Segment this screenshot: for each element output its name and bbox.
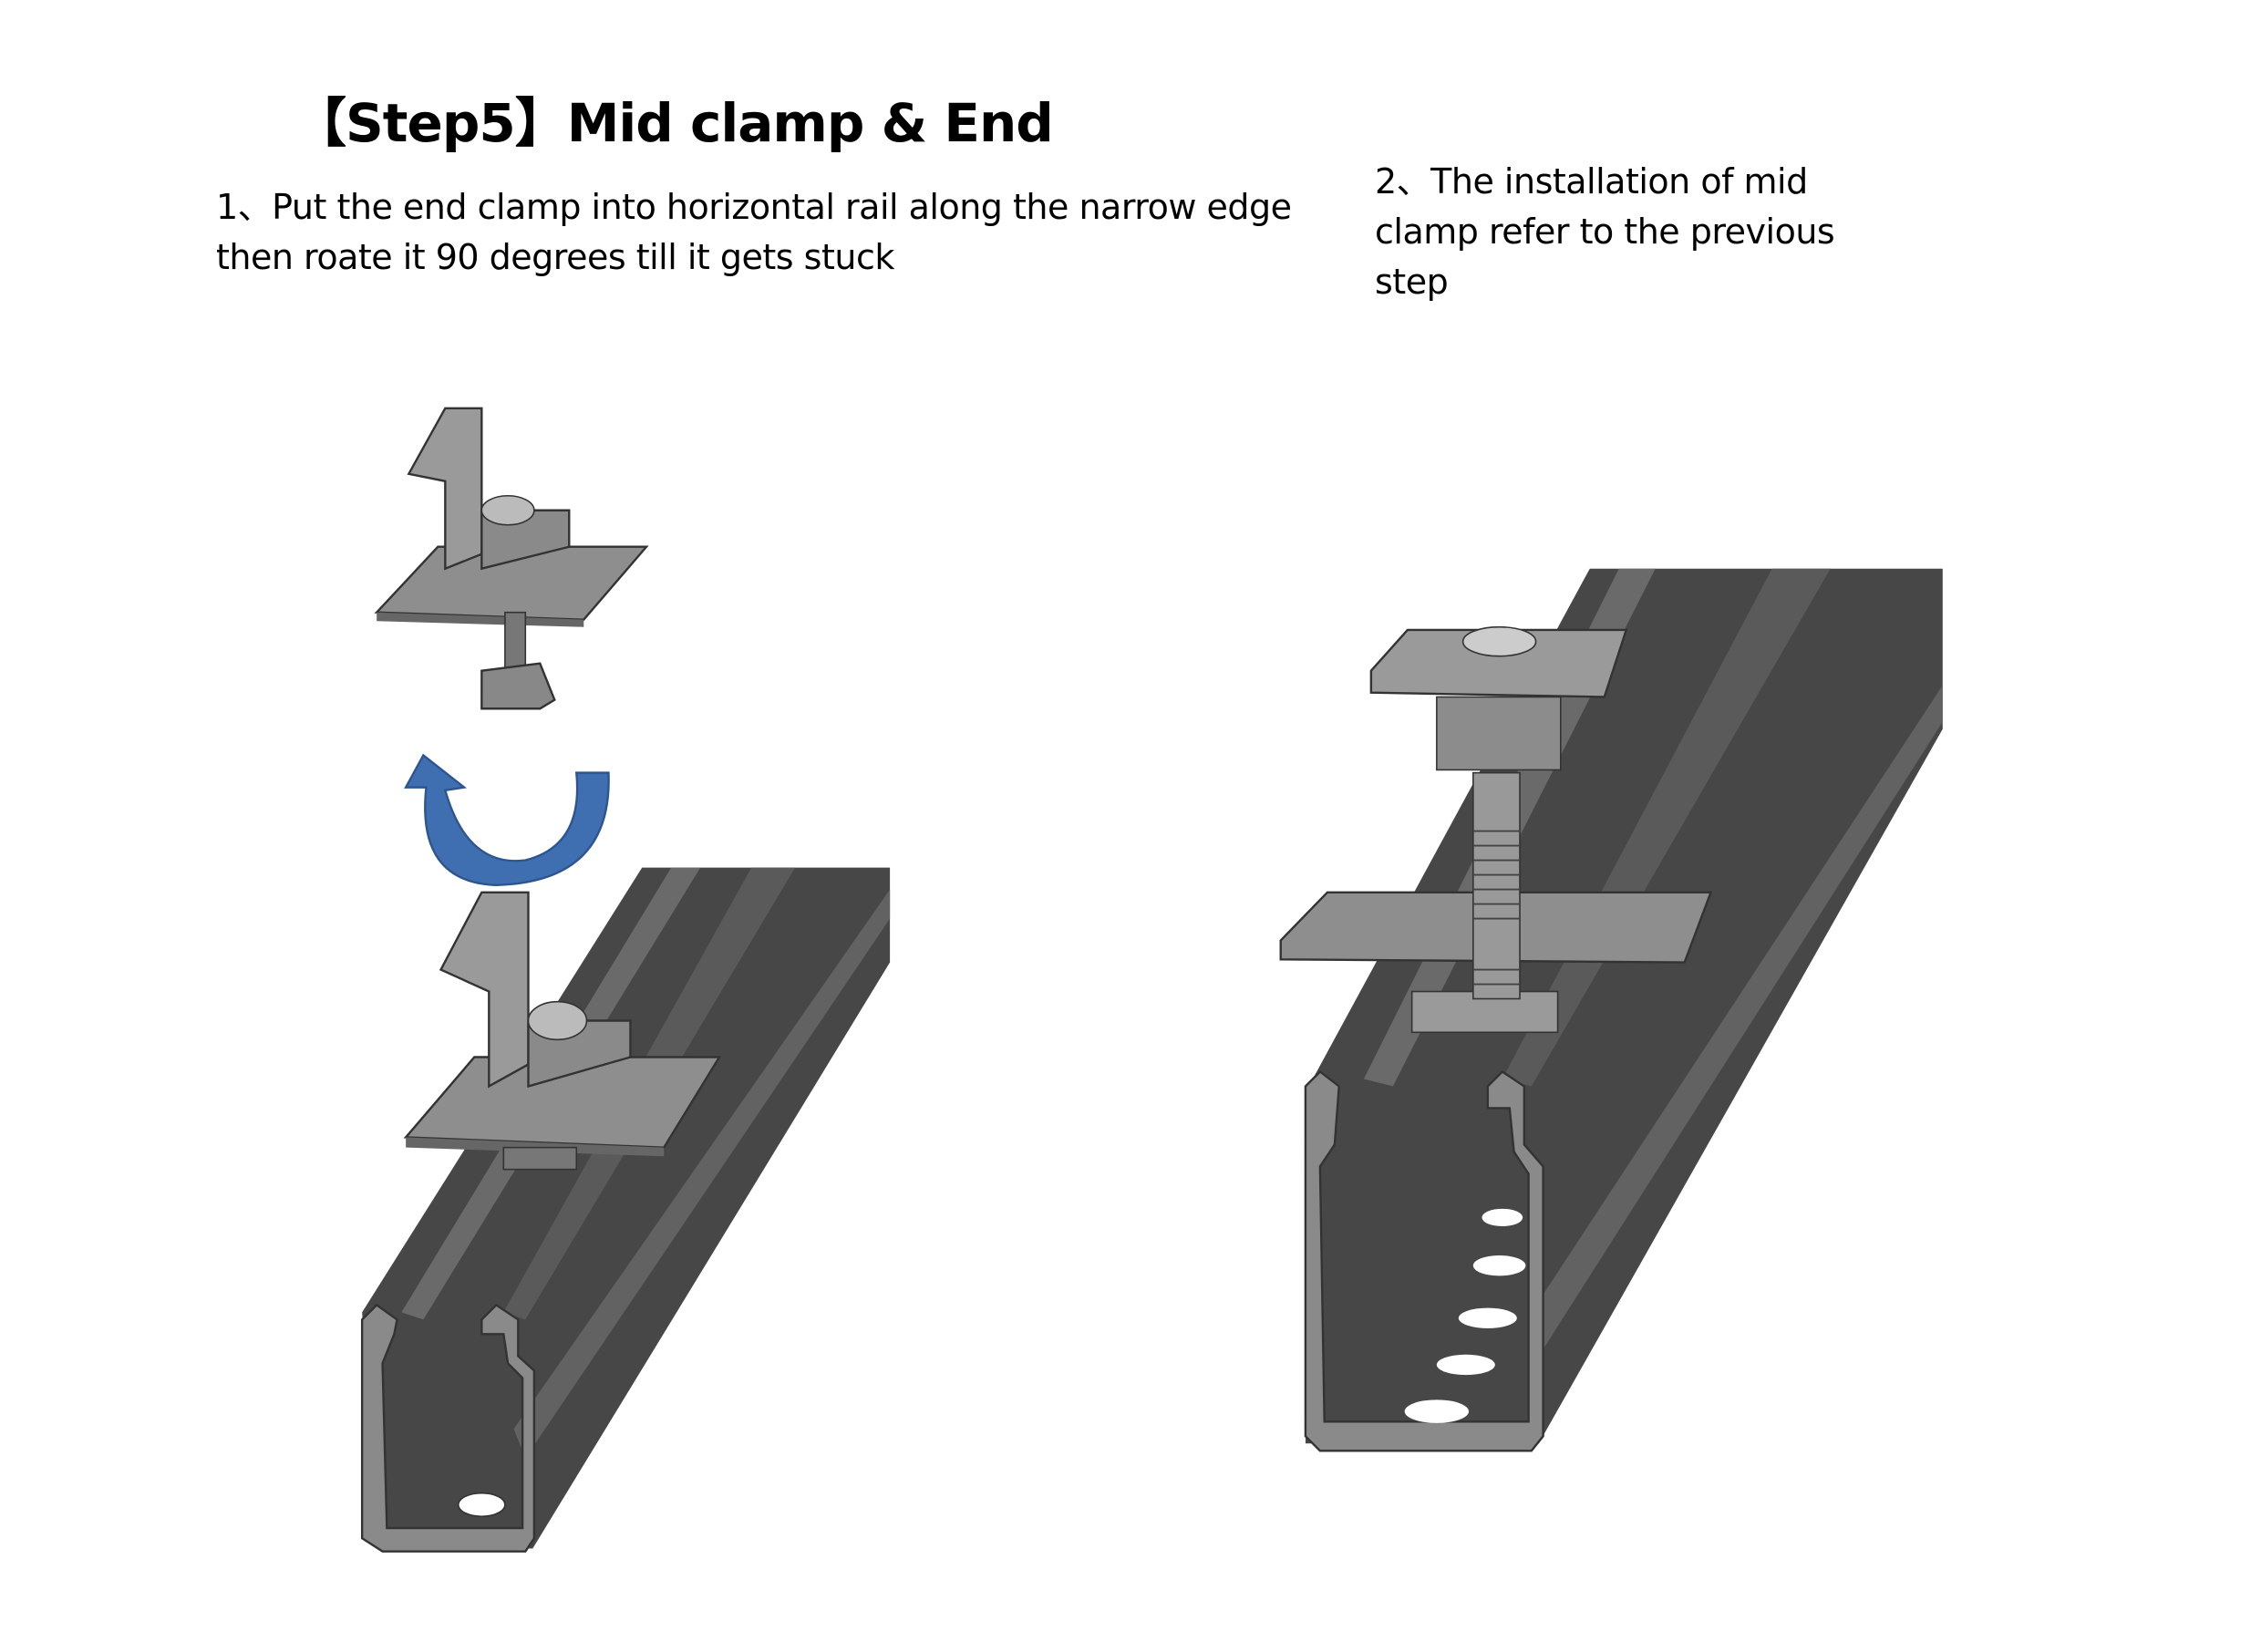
end-clamp-installed [403, 891, 722, 1171]
step-1-instruction: 1、Put the end clamp into horizontal rail… [216, 187, 1292, 277]
page-title: 【Step5】Mid clamp & End [294, 92, 1054, 154]
mid-clamp [1279, 625, 1713, 1034]
rotate-arrow-icon [404, 753, 610, 886]
end-clamp-top [374, 407, 649, 710]
step-2-instruction: 2、The installation of mid clamp refer to… [1375, 161, 1835, 302]
mid-clamp-rail-illustration [1304, 568, 1943, 1452]
